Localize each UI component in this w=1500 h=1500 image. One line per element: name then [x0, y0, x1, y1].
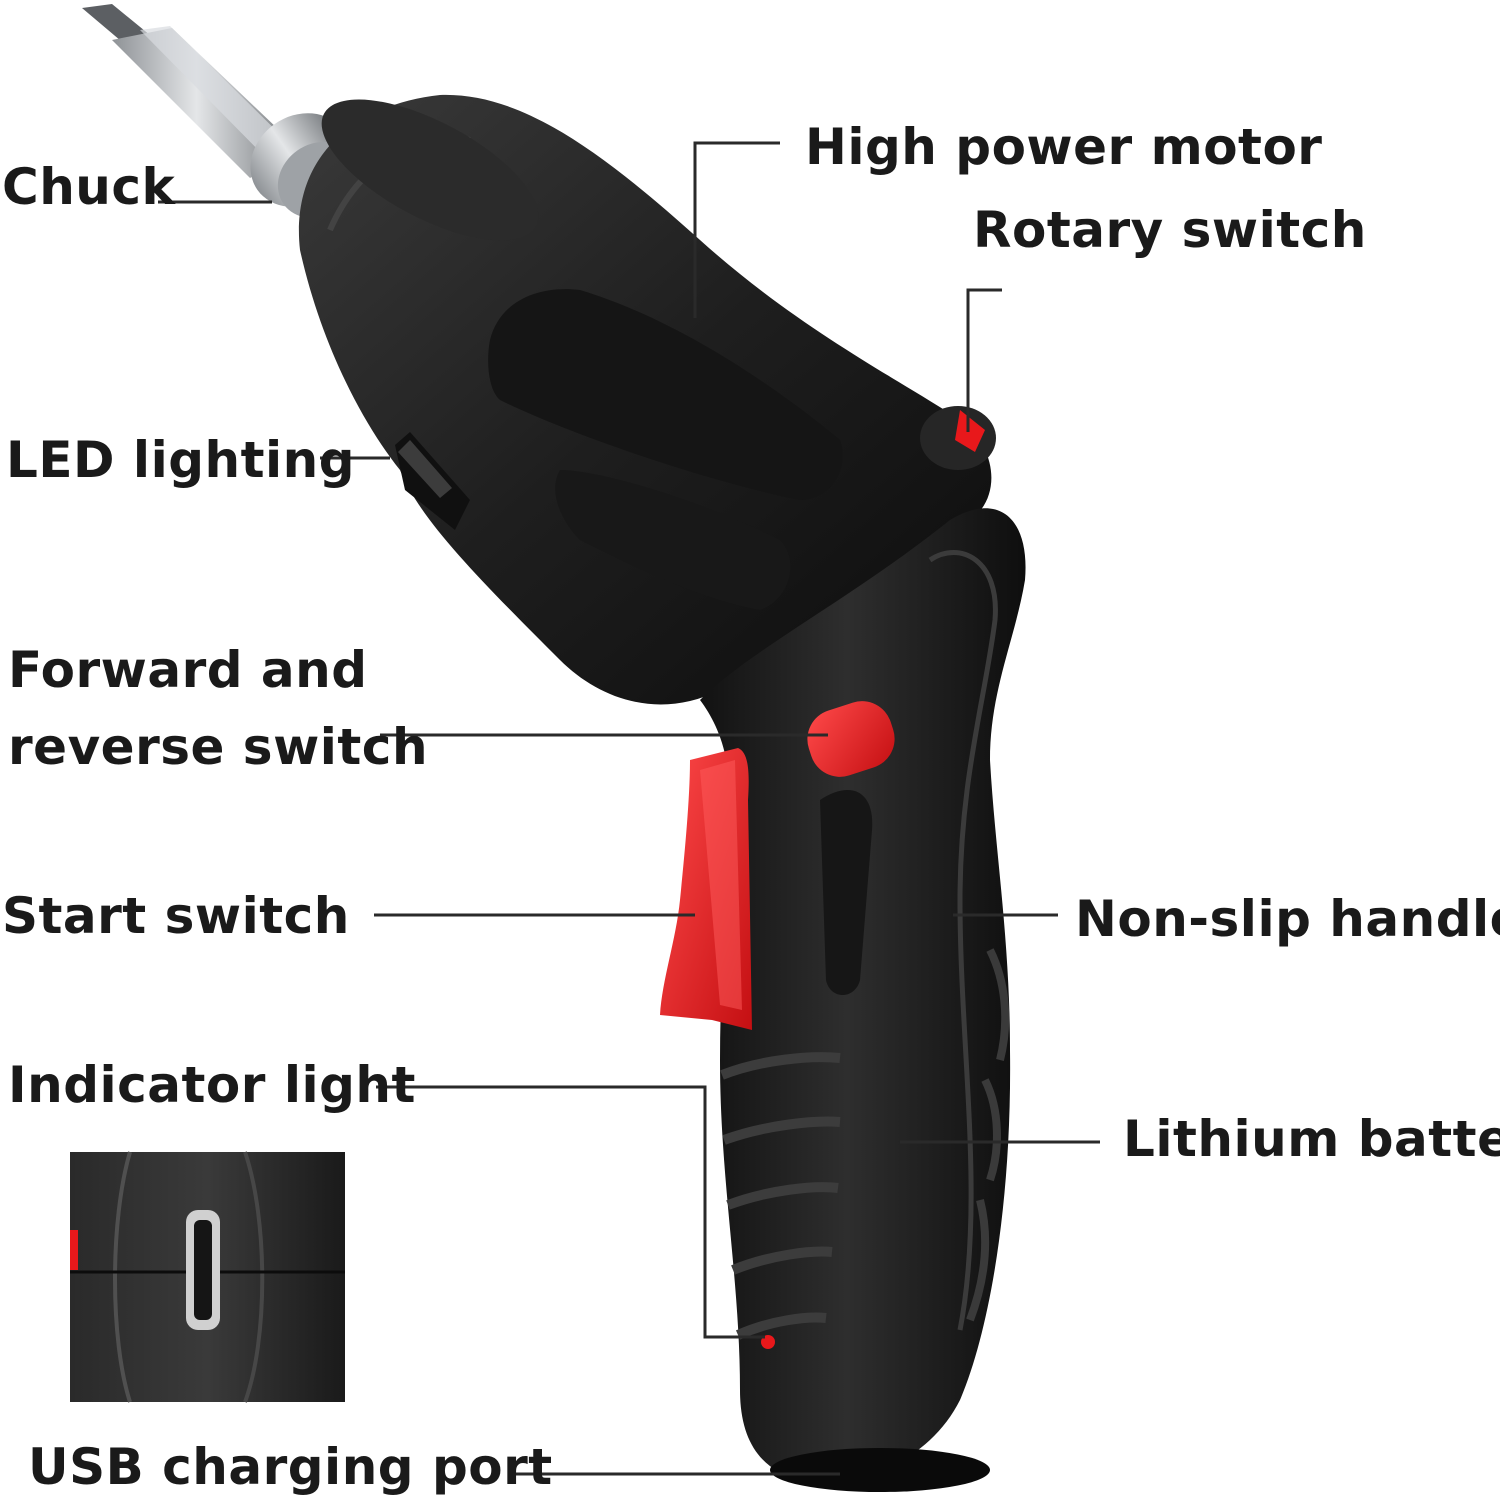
label-high-power-motor: High power motor — [805, 118, 1323, 176]
label-forward-reverse-line1: Forward and — [8, 641, 368, 699]
label-non-slip-handle: Non-slip handle — [1075, 890, 1500, 948]
usb-port-inset — [70, 1151, 345, 1403]
label-forward-reverse-line2: reverse switch — [8, 718, 429, 776]
label-rotary-switch: Rotary switch — [973, 201, 1367, 259]
leader-lines — [158, 141, 1100, 1476]
start-trigger — [660, 748, 752, 1030]
label-lithium-battery: Lithium battery — [1123, 1110, 1500, 1168]
label-led-lighting: LED lighting — [6, 431, 356, 489]
label-chuck: Chuck — [2, 158, 176, 216]
motor-housing — [298, 94, 992, 705]
led-light — [395, 432, 470, 530]
rotary-switch — [920, 406, 996, 470]
label-usb-charging-port: USB charging port — [28, 1438, 553, 1496]
forward-reverse-switch — [807, 701, 895, 777]
label-start-switch: Start switch — [2, 887, 350, 945]
handle — [700, 508, 1026, 1492]
screwdriver-bit — [82, 4, 300, 178]
label-indicator-light: Indicator light — [8, 1056, 416, 1114]
